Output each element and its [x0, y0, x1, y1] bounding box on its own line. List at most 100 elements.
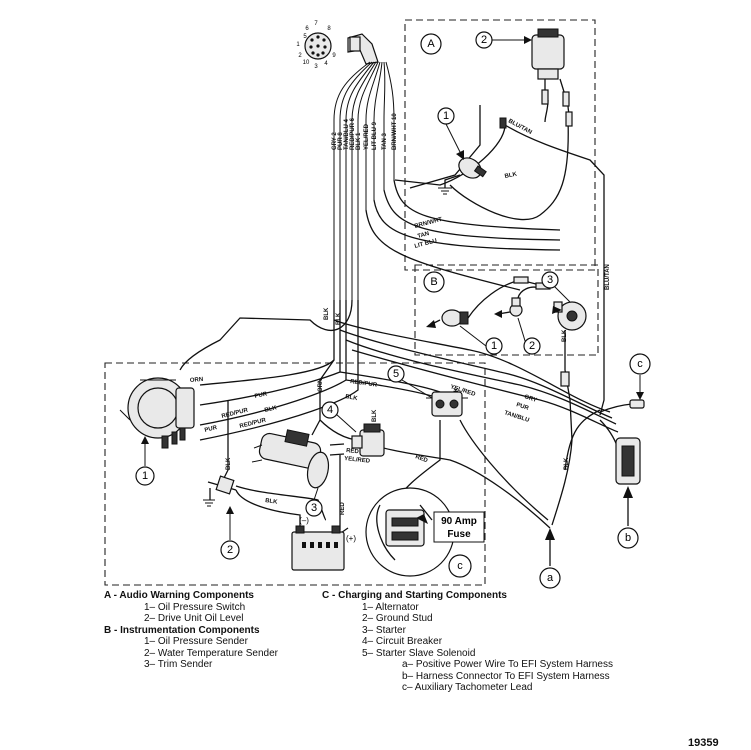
ground-stud: [203, 475, 237, 507]
drive-unit-oil-level-reservoir: [499, 28, 573, 129]
label-yelred: YEL/RED: [364, 123, 370, 150]
legend-c-item-3: 3– Starter: [362, 624, 406, 636]
alternator: [119, 377, 195, 449]
label-yelred2: YEL/RED: [344, 456, 371, 465]
legend-left: A - Audio Warning Components 1– Oil Pres…: [104, 590, 278, 671]
pin-1: 1: [296, 42, 300, 48]
pin-3: 3: [314, 64, 318, 70]
legend-b-item-1: 1– Oil Pressure Sender: [144, 636, 248, 647]
callout-c-box: c: [448, 554, 472, 578]
callout-b-2: 2: [517, 317, 541, 355]
callout-box-a: A: [420, 33, 442, 55]
label-redpur3: RED/PUR: [350, 379, 378, 389]
pin-9: 9: [332, 53, 336, 59]
legend-c-sub-c: c– Auxiliary Tachometer Lead: [402, 682, 533, 693]
pin-8: 8: [327, 26, 331, 32]
box-b-instrumentation: [414, 264, 599, 356]
callout-c3-text: 3: [311, 502, 317, 514]
callout-b-3: 3: [541, 271, 571, 303]
label-pur3: PUR: [515, 402, 530, 412]
callout-a-2: 2: [475, 31, 532, 49]
trim-sender: [552, 301, 587, 345]
legend-c-sub-b: b– Harness Connector To EFI System Harne…: [402, 670, 610, 682]
efi-harness-connector: [599, 419, 641, 485]
legend-c-item-1: 1– Alternator: [362, 601, 419, 613]
wires-upper: [365, 99, 605, 416]
label-blk8: BLK: [324, 307, 330, 320]
label-red2: RED: [346, 448, 360, 455]
callout-b1-text: 1: [491, 340, 497, 352]
callout-c-2: 2: [220, 506, 240, 560]
fuse-label-line1: 90 Amp: [441, 516, 477, 527]
legend-c-sub-a: a– Positive Power Wire To EFI System Har…: [402, 659, 613, 670]
battery-negative-label: (–): [299, 516, 309, 525]
callout-c-4: 4: [321, 401, 357, 433]
label-blk2: BLK: [336, 312, 342, 325]
box-a-audio-warning: [404, 19, 596, 271]
label-orn: ORN: [190, 377, 204, 384]
callout-a-1: 1: [437, 107, 464, 160]
callout-a2-text: 2: [481, 34, 487, 46]
label-pur2: PUR: [204, 425, 218, 434]
oil-pressure-switch: [438, 157, 487, 195]
label-blk-alt: BLK: [264, 405, 278, 414]
label-tan: TAN: [417, 231, 430, 240]
label-blk4: BLK: [226, 457, 232, 470]
starter-slave-solenoid: [426, 391, 468, 417]
figure-number: 19359: [688, 737, 719, 749]
oil-pressure-sender: [426, 309, 469, 328]
aux-tach-lead: [599, 375, 645, 413]
pin-4: 4: [324, 61, 328, 67]
label-blk6: BLK: [564, 457, 570, 470]
blk-connector-stub: [560, 371, 570, 387]
label-tanblu: TAN/BLU: [503, 410, 529, 424]
pin-10: 10: [303, 60, 310, 66]
callout-b-1: 1: [459, 325, 503, 355]
legend-right: C - Charging and Starting Components 1– …: [322, 590, 613, 694]
fuse-detail: [365, 487, 485, 577]
pin-6: 6: [305, 26, 309, 32]
callout-c-5: 5: [387, 365, 433, 399]
label-blk5: BLK: [265, 498, 279, 506]
callout-c-1: 1: [135, 436, 155, 486]
battery-positive-label: (+): [346, 534, 356, 543]
label-gry: GRY: [523, 394, 537, 404]
legend-c-item-4: 4– Circuit Breaker: [362, 636, 443, 647]
callout-c-text: c: [457, 560, 463, 572]
water-temperature-sender: [494, 297, 523, 318]
label-redpur6: RED/PUR 6: [350, 117, 356, 150]
label-red-sv: RED: [414, 454, 429, 464]
legend-c-title: C - Charging and Starting Components: [322, 590, 507, 601]
legend-c-item-5: 5– Starter Slave Solenoid: [362, 647, 476, 659]
callout-eb: b: [617, 486, 639, 549]
legend-a-item-2: 2– Drive Unit Oil Level: [144, 613, 244, 624]
starter: [251, 429, 330, 489]
callout-a1-text: 1: [443, 110, 449, 122]
label-blk1: BLK 1: [356, 132, 362, 150]
circuit-breaker: [351, 423, 385, 457]
legend-c-item-2: 2– Ground Stud: [362, 613, 433, 624]
callout-ec-text: c: [637, 358, 643, 370]
legend-b-title: B - Instrumentation Components: [104, 624, 260, 636]
label-pur8: PUR 8: [338, 132, 344, 150]
callout-c5-text: 5: [393, 368, 399, 380]
label-orn2: ORN: [318, 379, 324, 392]
wires-lower: [179, 299, 619, 536]
label-brnwht: BRN/WHT: [414, 217, 443, 230]
callout-c2-text: 2: [227, 544, 233, 556]
pin-7: 7: [314, 21, 318, 27]
callout-c-3: 3: [305, 487, 323, 517]
label-blk3: BLK: [345, 394, 359, 402]
label-tan3: TAN 3: [382, 132, 388, 150]
label-blk-a: BLK: [504, 171, 518, 180]
battery: [291, 525, 345, 571]
pin-2: 2: [298, 53, 302, 59]
label-blutan-right: BLU/TAN: [605, 264, 611, 290]
pin-5: 5: [303, 34, 307, 40]
callout-eb-text: b: [625, 532, 631, 544]
fuse-label-line2: Fuse: [447, 529, 471, 540]
label-gry2: GRY 2: [332, 132, 338, 150]
label-pur: PUR: [254, 391, 268, 400]
label-brnwht10: BRN/WHT 10: [392, 113, 398, 150]
